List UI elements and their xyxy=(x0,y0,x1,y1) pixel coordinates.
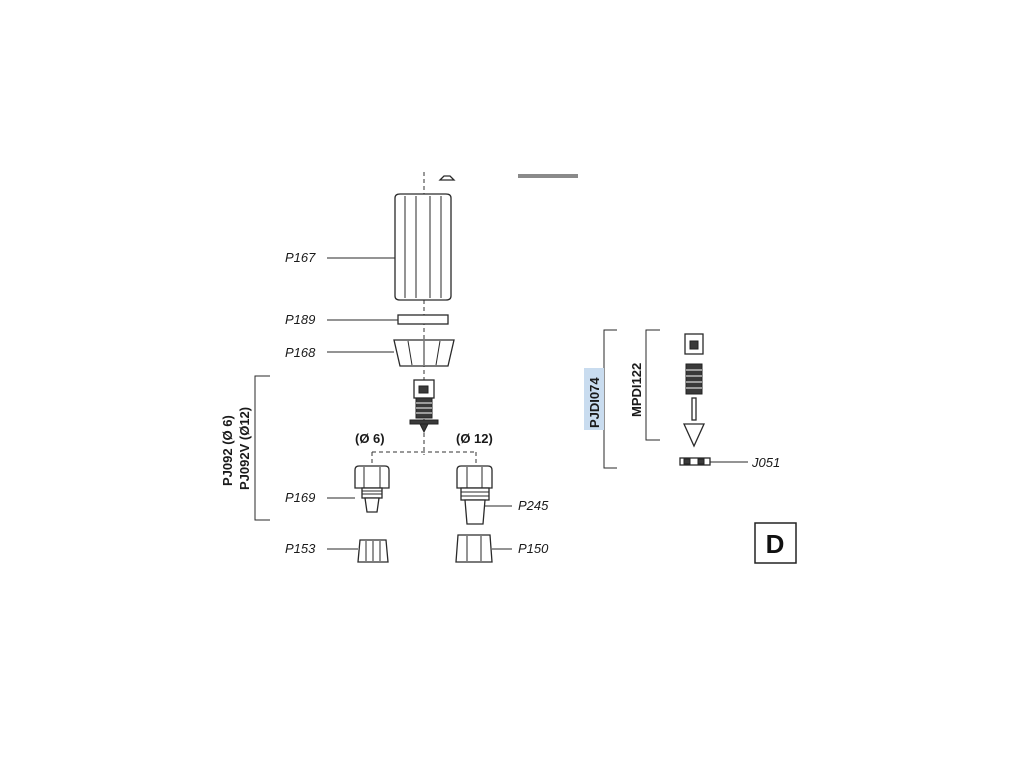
label-p153: P153 xyxy=(285,541,316,556)
panel-letter-box: D xyxy=(754,522,797,564)
part-p167: P167 xyxy=(285,193,452,301)
part-p169: P169 xyxy=(285,465,390,513)
part-p189: P189 xyxy=(285,312,449,327)
bracket-mpdi122: MPDI122 xyxy=(629,329,660,441)
branch-lines: (Ø 6) (Ø 12) xyxy=(355,431,493,466)
part-p245: P245 xyxy=(456,465,549,525)
part-j051: J051 xyxy=(679,455,780,470)
label-pj092v: PJ092V (Ø12) xyxy=(237,407,252,490)
bracket-pjdi074: PJDI074 xyxy=(584,329,617,469)
part-p150: P150 xyxy=(455,534,549,563)
label-p167: P167 xyxy=(285,250,316,265)
part-p153: P153 xyxy=(285,539,389,563)
label-p245: P245 xyxy=(518,498,549,513)
label-p189: P189 xyxy=(285,312,315,327)
label-p169: P169 xyxy=(285,490,315,505)
valve-insert xyxy=(409,379,439,434)
label-d12: (Ø 12) xyxy=(456,431,493,446)
highlight-pjdi074 xyxy=(584,368,604,430)
label-pjdi074: PJDI074 xyxy=(587,377,602,428)
label-j051: J051 xyxy=(751,455,780,470)
top-cut-artifact xyxy=(423,172,578,195)
label-p150: P150 xyxy=(518,541,549,556)
part-p168: P168 xyxy=(285,339,455,367)
label-mpdi122: MPDI122 xyxy=(629,363,644,417)
label-p168: P168 xyxy=(285,345,316,360)
panel-letter: D xyxy=(766,529,785,559)
right-valve-parts xyxy=(682,333,706,448)
label-d6: (Ø 6) xyxy=(355,431,385,446)
label-pj092: PJ092 (Ø 6) xyxy=(220,415,235,486)
bracket-pj092: PJ092 (Ø 6) PJ092V (Ø12) xyxy=(220,375,270,521)
